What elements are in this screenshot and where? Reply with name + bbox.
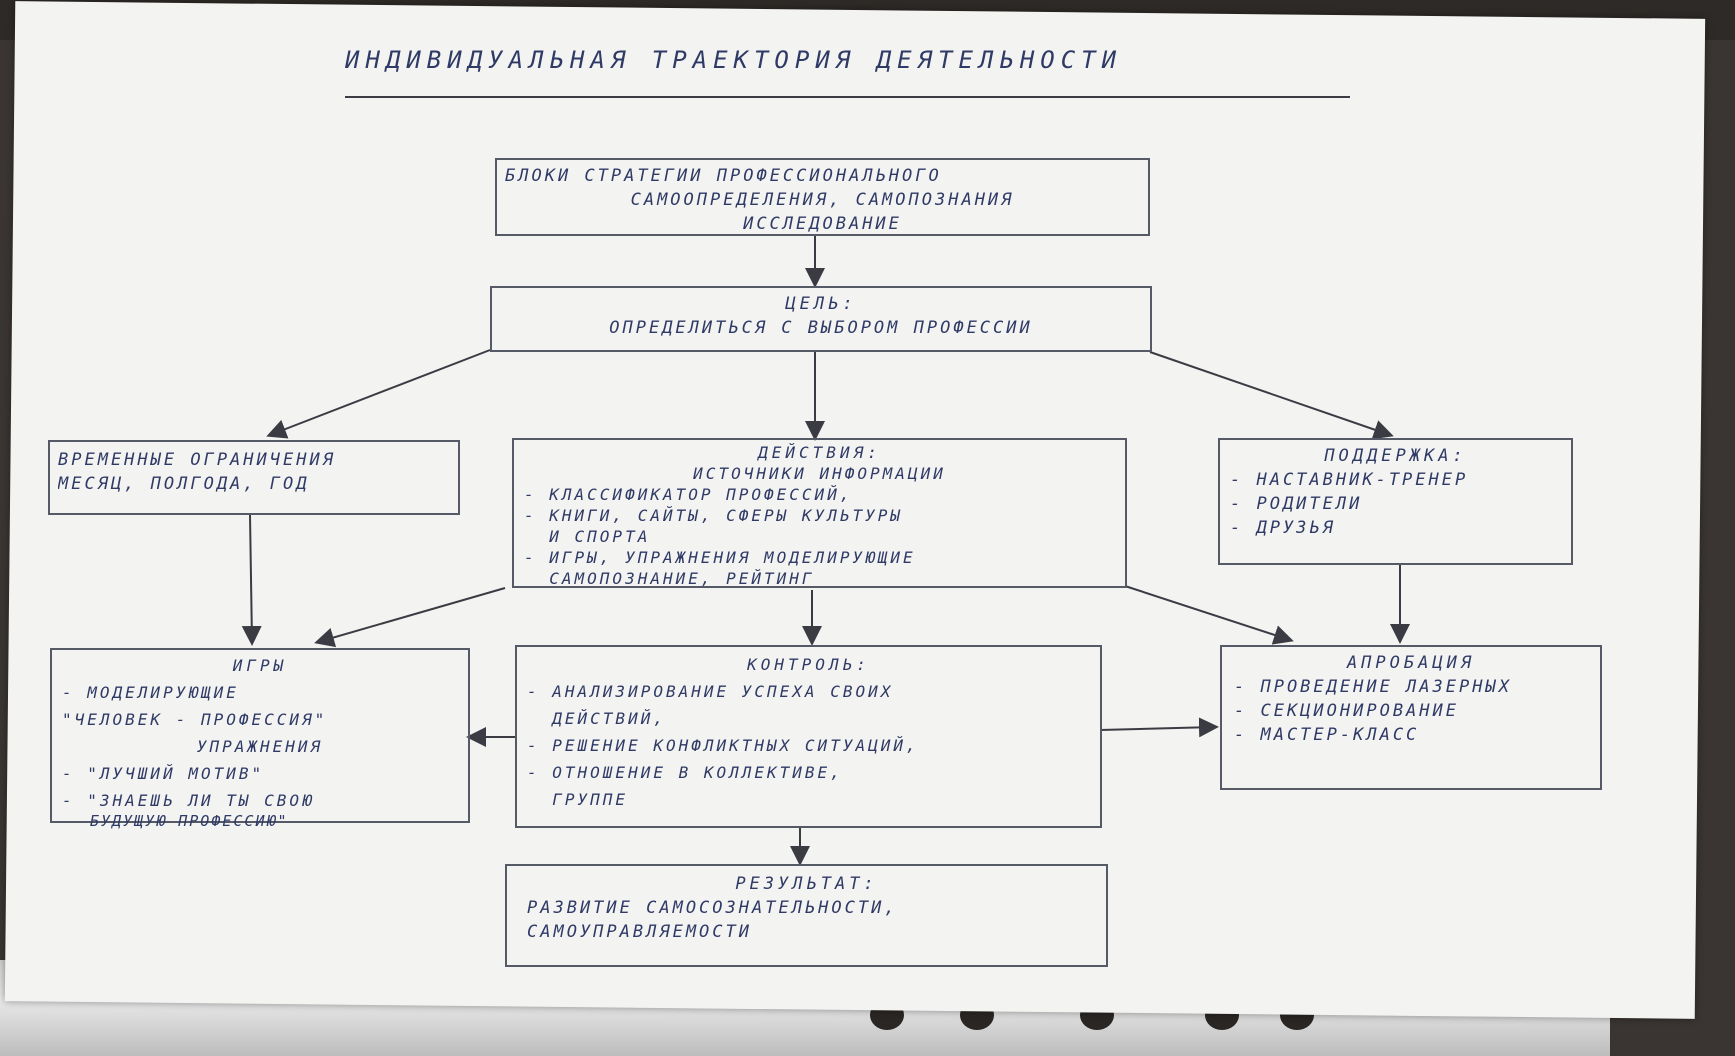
title-underline [345, 96, 1350, 98]
result-line: РАЗВИТИЕ САМОСОЗНАТЕЛЬНОСТИ, [527, 898, 898, 918]
arrow-actions-to-approbation [1124, 585, 1294, 645]
games-line: - "ЛУЧШИЙ МОТИВ" [62, 764, 265, 783]
goal-heading: ЦЕЛЬ: [785, 294, 857, 314]
result-line: САМОУПРАВЛЯЕМОСТИ [527, 922, 752, 942]
blocks-line: ИССЛЕДОВАНИЕ [743, 214, 902, 234]
control-box: КОНТРОЛЬ: - АНАЛИЗИРОВАНИЕ УСПЕХА СВОИХ … [515, 645, 1102, 828]
approbation-line: - СЕКЦИОНИРОВАНИЕ [1234, 701, 1459, 721]
actions-line: И СПОРТА [524, 527, 651, 546]
page-title: ИНДИВИДУАЛЬНАЯ ТРАЕКТОРИЯ ДЕЯТЕЛЬНОСТИ [345, 46, 1123, 74]
time-limits-box: ВРЕМЕННЫЕ ОГРАНИЧЕНИЯ МЕСЯЦ, ПОЛГОДА, ГО… [48, 440, 460, 515]
games-line: "ЧЕЛОВЕК - ПРОФЕССИЯ" [62, 710, 328, 729]
games-line: - МОДЕЛИРУЮЩИЕ [62, 683, 239, 702]
blocks-line: БЛОКИ СТРАТЕГИИ ПРОФЕССИОНАЛЬНОГО [505, 166, 942, 186]
time-heading: ВРЕМЕННЫЕ ОГРАНИЧЕНИЯ [58, 450, 336, 470]
support-box: ПОДДЕРЖКА: - НАСТАВНИК-ТРЕНЕР - РОДИТЕЛИ… [1218, 438, 1573, 565]
arrow-actions-to-games [314, 587, 506, 648]
control-line: ДЕЙСТВИЙ, [527, 709, 666, 728]
actions-line: - ИГРЫ, УПРАЖНЕНИЯ МОДЕЛИРУЮЩИЕ [524, 548, 916, 567]
arrow-time-to-games [241, 514, 262, 646]
games-box: ИГРЫ - МОДЕЛИРУЮЩИЕ "ЧЕЛОВЕК - ПРОФЕССИЯ… [50, 648, 470, 823]
actions-line: - КЛАССИФИКАТОР ПРОФЕССИЙ, [524, 485, 853, 504]
games-line: УПРАЖНЕНИЯ [196, 737, 324, 756]
approbation-box: АПРОБАЦИЯ - ПРОВЕДЕНИЕ ЛАЗЕРНЫХ - СЕКЦИО… [1220, 645, 1602, 790]
games-heading: ИГРЫ [232, 656, 288, 675]
support-heading: ПОДДЕРЖКА: [1324, 446, 1467, 466]
actions-line: - КНИГИ, САЙТЫ, СФЕРЫ КУЛЬТУРЫ [524, 506, 903, 525]
actions-line: САМОПОЗНАНИЕ, РЕЙТИНГ [524, 569, 815, 588]
blocks-box: БЛОКИ СТРАТЕГИИ ПРОФЕССИОНАЛЬНОГО САМООП… [495, 158, 1150, 236]
goal-line: ОПРЕДЕЛИТЬСЯ С ВЫБОРОМ ПРОФЕССИИ [609, 318, 1033, 338]
approbation-heading: АПРОБАЦИЯ [1346, 653, 1476, 673]
arrow-goal-to-support [1149, 351, 1394, 440]
arrow-control-to-approbation [1099, 717, 1219, 738]
result-box: РЕЗУЛЬТАТ: РАЗВИТИЕ САМОСОЗНАТЕЛЬНОСТИ, … [505, 864, 1108, 967]
control-line: - АНАЛИЗИРОВАНИЕ УСПЕХА СВОИХ [527, 682, 894, 701]
approbation-line: - ПРОВЕДЕНИЕ ЛАЗЕРНЫХ [1234, 677, 1512, 697]
games-line: - "ЗНАЕШЬ ЛИ ТЫ СВОЮ [62, 791, 315, 810]
approbation-line: - МАСТЕР-КЛАСС [1234, 725, 1420, 745]
actions-heading: ДЕЙСТВИЯ: [758, 443, 881, 462]
control-line: - РЕШЕНИЕ КОНФЛИКТНЫХ СИТУАЦИЙ, [527, 736, 919, 755]
control-line: - ОТНОШЕНИЕ В КОЛЛЕКТИВЕ, [527, 763, 843, 782]
control-heading: КОНТРОЛЬ: [747, 655, 870, 674]
support-line: - РОДИТЕЛИ [1230, 494, 1363, 514]
blocks-line: САМООПРЕДЕЛЕНИЯ, САМОПОЗНАНИЯ [630, 190, 1015, 210]
time-line: МЕСЯЦ, ПОЛГОДА, ГОД [58, 474, 310, 494]
arrow-goal-to-time [266, 349, 491, 439]
result-heading: РЕЗУЛЬТАТ: [735, 874, 878, 894]
support-line: - НАСТАВНИК-ТРЕНЕР [1230, 470, 1469, 490]
actions-line: ИСТОЧНИКИ ИНФОРМАЦИИ [693, 464, 946, 483]
games-line: БУДУЩУЮ ПРОФЕССИЮ" [90, 812, 289, 830]
goal-box: ЦЕЛЬ: ОПРЕДЕЛИТЬСЯ С ВЫБОРОМ ПРОФЕССИИ [490, 286, 1152, 352]
actions-box: ДЕЙСТВИЯ: ИСТОЧНИКИ ИНФОРМАЦИИ - КЛАССИФ… [512, 438, 1127, 588]
control-line: ГРУППЕ [527, 790, 629, 809]
support-line: - ДРУЗЬЯ [1230, 518, 1336, 538]
